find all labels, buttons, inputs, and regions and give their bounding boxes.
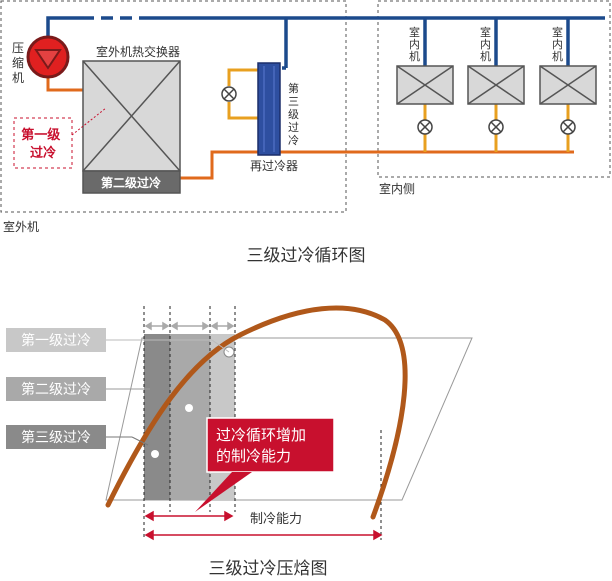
outdoor-hx-label: 室外机热交换器 — [96, 44, 180, 59]
outdoor-heat-exchanger — [82, 60, 181, 194]
outdoor-unit-label: 室外机 — [3, 219, 39, 234]
band-boundaries — [143, 306, 382, 540]
liquid-main-line — [180, 150, 574, 180]
capacity-label: 制冷能力 — [250, 512, 302, 527]
expansion-valve-icon — [221, 86, 237, 102]
stage-label-3 — [6, 425, 149, 449]
stage-label-1-text: 第一级过冷 — [21, 332, 91, 349]
indoor-unit-label: 室 内 机 — [552, 25, 567, 63]
stage-label-3-text: 第三级过冷 — [21, 429, 91, 446]
ph-diagram-title: 三级过冷压焓图 — [209, 559, 328, 579]
capacity-arrows — [144, 510, 383, 541]
indoor-side-label: 室内侧 — [379, 181, 415, 196]
second-subcool-label: 第二级过冷 — [101, 175, 161, 190]
state-point — [151, 450, 159, 458]
callout-text: 过冷循环增加 的制冷能力 — [216, 426, 311, 465]
compressor-label: 压 缩 机 — [12, 41, 28, 85]
stage-label-2 — [6, 377, 150, 401]
indoor-unit — [396, 65, 454, 105]
cycle-diagram-title: 三级过冷循环图 — [247, 246, 366, 266]
resubcooler-label: 再过冷器 — [250, 159, 298, 173]
first-subcool-callout — [13, 107, 107, 169]
gas-line — [46, 16, 605, 70]
outdoor-unit-frame — [0, 0, 347, 213]
indoor-side-frame — [377, 0, 611, 178]
compressor-icon — [26, 35, 70, 79]
discharge-line — [46, 78, 83, 92]
resubcooler — [257, 62, 281, 156]
indoor-unit-label: 室 内 机 — [409, 25, 424, 63]
capacity-increase-callout — [195, 417, 335, 512]
indoor-unit — [467, 65, 525, 105]
third-subcool-label: 第 三 级 过 冷 — [288, 81, 303, 147]
stage-label-2-text: 第二级过冷 — [21, 381, 91, 398]
indoor-unit-label: 室 内 机 — [480, 25, 495, 63]
saturation-curve — [105, 305, 408, 520]
indoor-unit — [539, 65, 597, 105]
liquid-line — [227, 68, 258, 120]
first-subcool-label: 第一级 过冷 — [21, 127, 65, 161]
expansion-valve-icon — [560, 119, 576, 135]
state-point — [185, 404, 193, 412]
stage-width-arrows — [144, 321, 235, 331]
stage-label-1 — [6, 328, 230, 353]
enthalpy-parallelogram — [105, 337, 473, 501]
expansion-valve-icon — [488, 119, 504, 135]
expansion-valve-icon — [417, 119, 433, 135]
